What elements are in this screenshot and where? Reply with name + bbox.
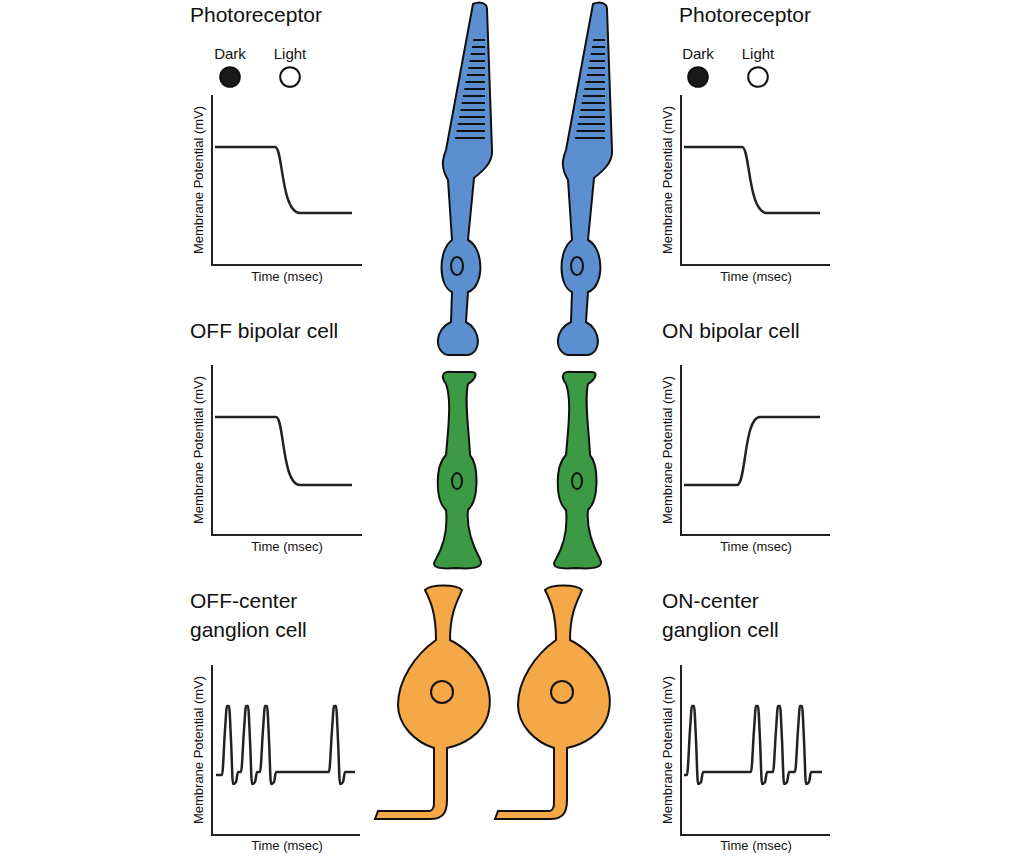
axis-label: Time (msec) xyxy=(720,269,792,285)
disc-stripe xyxy=(462,102,485,104)
disc-stripe xyxy=(473,39,485,41)
axis-label: Time (msec) xyxy=(720,838,792,854)
indicator-label: Dark xyxy=(214,45,246,62)
circle-shape xyxy=(688,67,708,87)
axis-label: Membrane Potential (mV) xyxy=(660,376,676,524)
nucleus xyxy=(451,257,463,275)
axis-label: Time (msec) xyxy=(720,539,792,555)
photoreceptor-trace xyxy=(684,147,820,213)
indicator-label: Dark xyxy=(682,45,714,62)
panel-title: ON bipolar cell xyxy=(662,316,800,345)
disc-stripe xyxy=(459,116,485,118)
disc-stripe xyxy=(464,88,485,90)
panel-title: OFF bipolar cell xyxy=(190,316,338,345)
on-bipolar-trace xyxy=(684,417,820,485)
axis-label: Membrane Potential (mV) xyxy=(660,676,676,824)
axis-lines xyxy=(212,365,830,535)
axis-label: Membrane Potential (mV) xyxy=(191,676,207,824)
axis-label: Membrane Potential (mV) xyxy=(191,376,207,524)
photoreceptor-trace xyxy=(215,147,352,213)
circle-outline xyxy=(747,66,769,88)
ganglion-cell xyxy=(375,586,490,820)
panel-title: Photoreceptor xyxy=(190,0,322,29)
circle-shape xyxy=(748,67,768,87)
circle-outline xyxy=(279,66,301,88)
indicator-label: Light xyxy=(742,45,775,62)
indicator-label: Light xyxy=(274,45,307,62)
indicator-circle: Dark xyxy=(219,66,241,88)
cell-column xyxy=(495,3,612,819)
off-ganglion-trace xyxy=(216,706,355,784)
circle-shape xyxy=(220,67,240,87)
nucleus xyxy=(452,473,462,489)
disc-stripe xyxy=(463,95,485,97)
bipolar-cell xyxy=(434,372,481,569)
on-ganglion-trace xyxy=(684,706,822,784)
photoreceptor-cell xyxy=(438,3,492,355)
axis-label: Membrane Potential (mV) xyxy=(191,106,207,254)
axis-label: Membrane Potential (mV) xyxy=(660,106,676,254)
indicator-circle: Light xyxy=(279,66,301,88)
disc-stripe xyxy=(467,74,485,76)
circle-shape xyxy=(280,67,300,87)
disc-stripe xyxy=(469,60,485,62)
axis-lines xyxy=(212,95,830,265)
disc-stripe xyxy=(455,137,485,139)
nucleus xyxy=(431,681,453,703)
disc-stripe xyxy=(457,130,485,132)
panel-title: OFF-center ganglion cell xyxy=(190,586,340,644)
disc-stripe xyxy=(458,123,485,125)
indicator-circle: Light xyxy=(747,66,769,88)
disc-stripe xyxy=(472,46,485,48)
circle-outline xyxy=(687,66,709,88)
voltage-traces xyxy=(215,147,822,784)
graph-axes xyxy=(212,95,830,835)
disc-stripe xyxy=(468,67,485,69)
off-bipolar-trace xyxy=(215,417,352,485)
disc-stripe xyxy=(460,109,485,111)
circle-outline xyxy=(219,66,241,88)
disc-stripes xyxy=(455,40,485,138)
axis-label: Time (msec) xyxy=(251,838,323,854)
panel-title: Photoreceptor xyxy=(679,0,811,29)
disc-stripe xyxy=(466,81,485,83)
axis-label: Time (msec) xyxy=(251,269,323,285)
indicator-circle: Dark xyxy=(687,66,709,88)
axis-label: Time (msec) xyxy=(251,539,323,555)
disc-stripe xyxy=(471,53,485,55)
panel-title: ON-center ganglion cell xyxy=(662,586,812,644)
cell-column xyxy=(375,3,492,819)
